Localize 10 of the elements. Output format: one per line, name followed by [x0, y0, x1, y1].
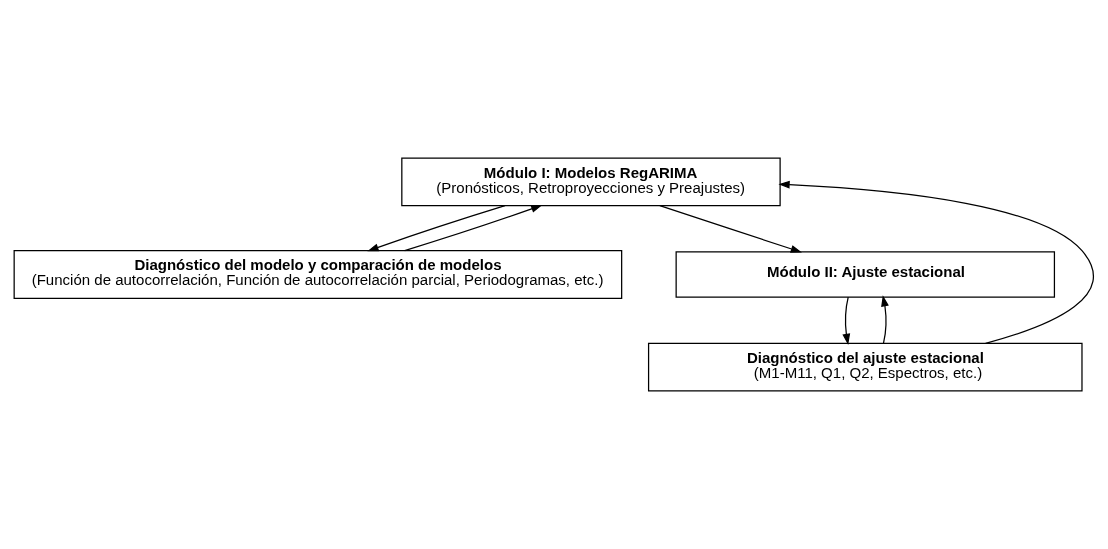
arrow [404, 205, 543, 252]
node-box: Módulo I: Modelos RegARIMA (Pronósticos, Retroproyecciones y Preajustes) [401, 157, 781, 207]
node-box: Diagnóstico del ajuste estacional (M1-M11, Q1, Q2, Espectros, etc.) [647, 342, 1083, 392]
arrow [842, 296, 851, 345]
arrow [881, 295, 889, 344]
arrow [367, 205, 506, 252]
node-box: Diagnóstico del modelo y comparación de modelos (Función de autocorrelación, Función de autocorrelación parcial, Periodogramas, etc.) [13, 250, 623, 299]
arrow [659, 205, 802, 253]
node-box: Módulo II: Ajuste estacional [675, 251, 1056, 298]
arrow [778, 180, 1094, 344]
